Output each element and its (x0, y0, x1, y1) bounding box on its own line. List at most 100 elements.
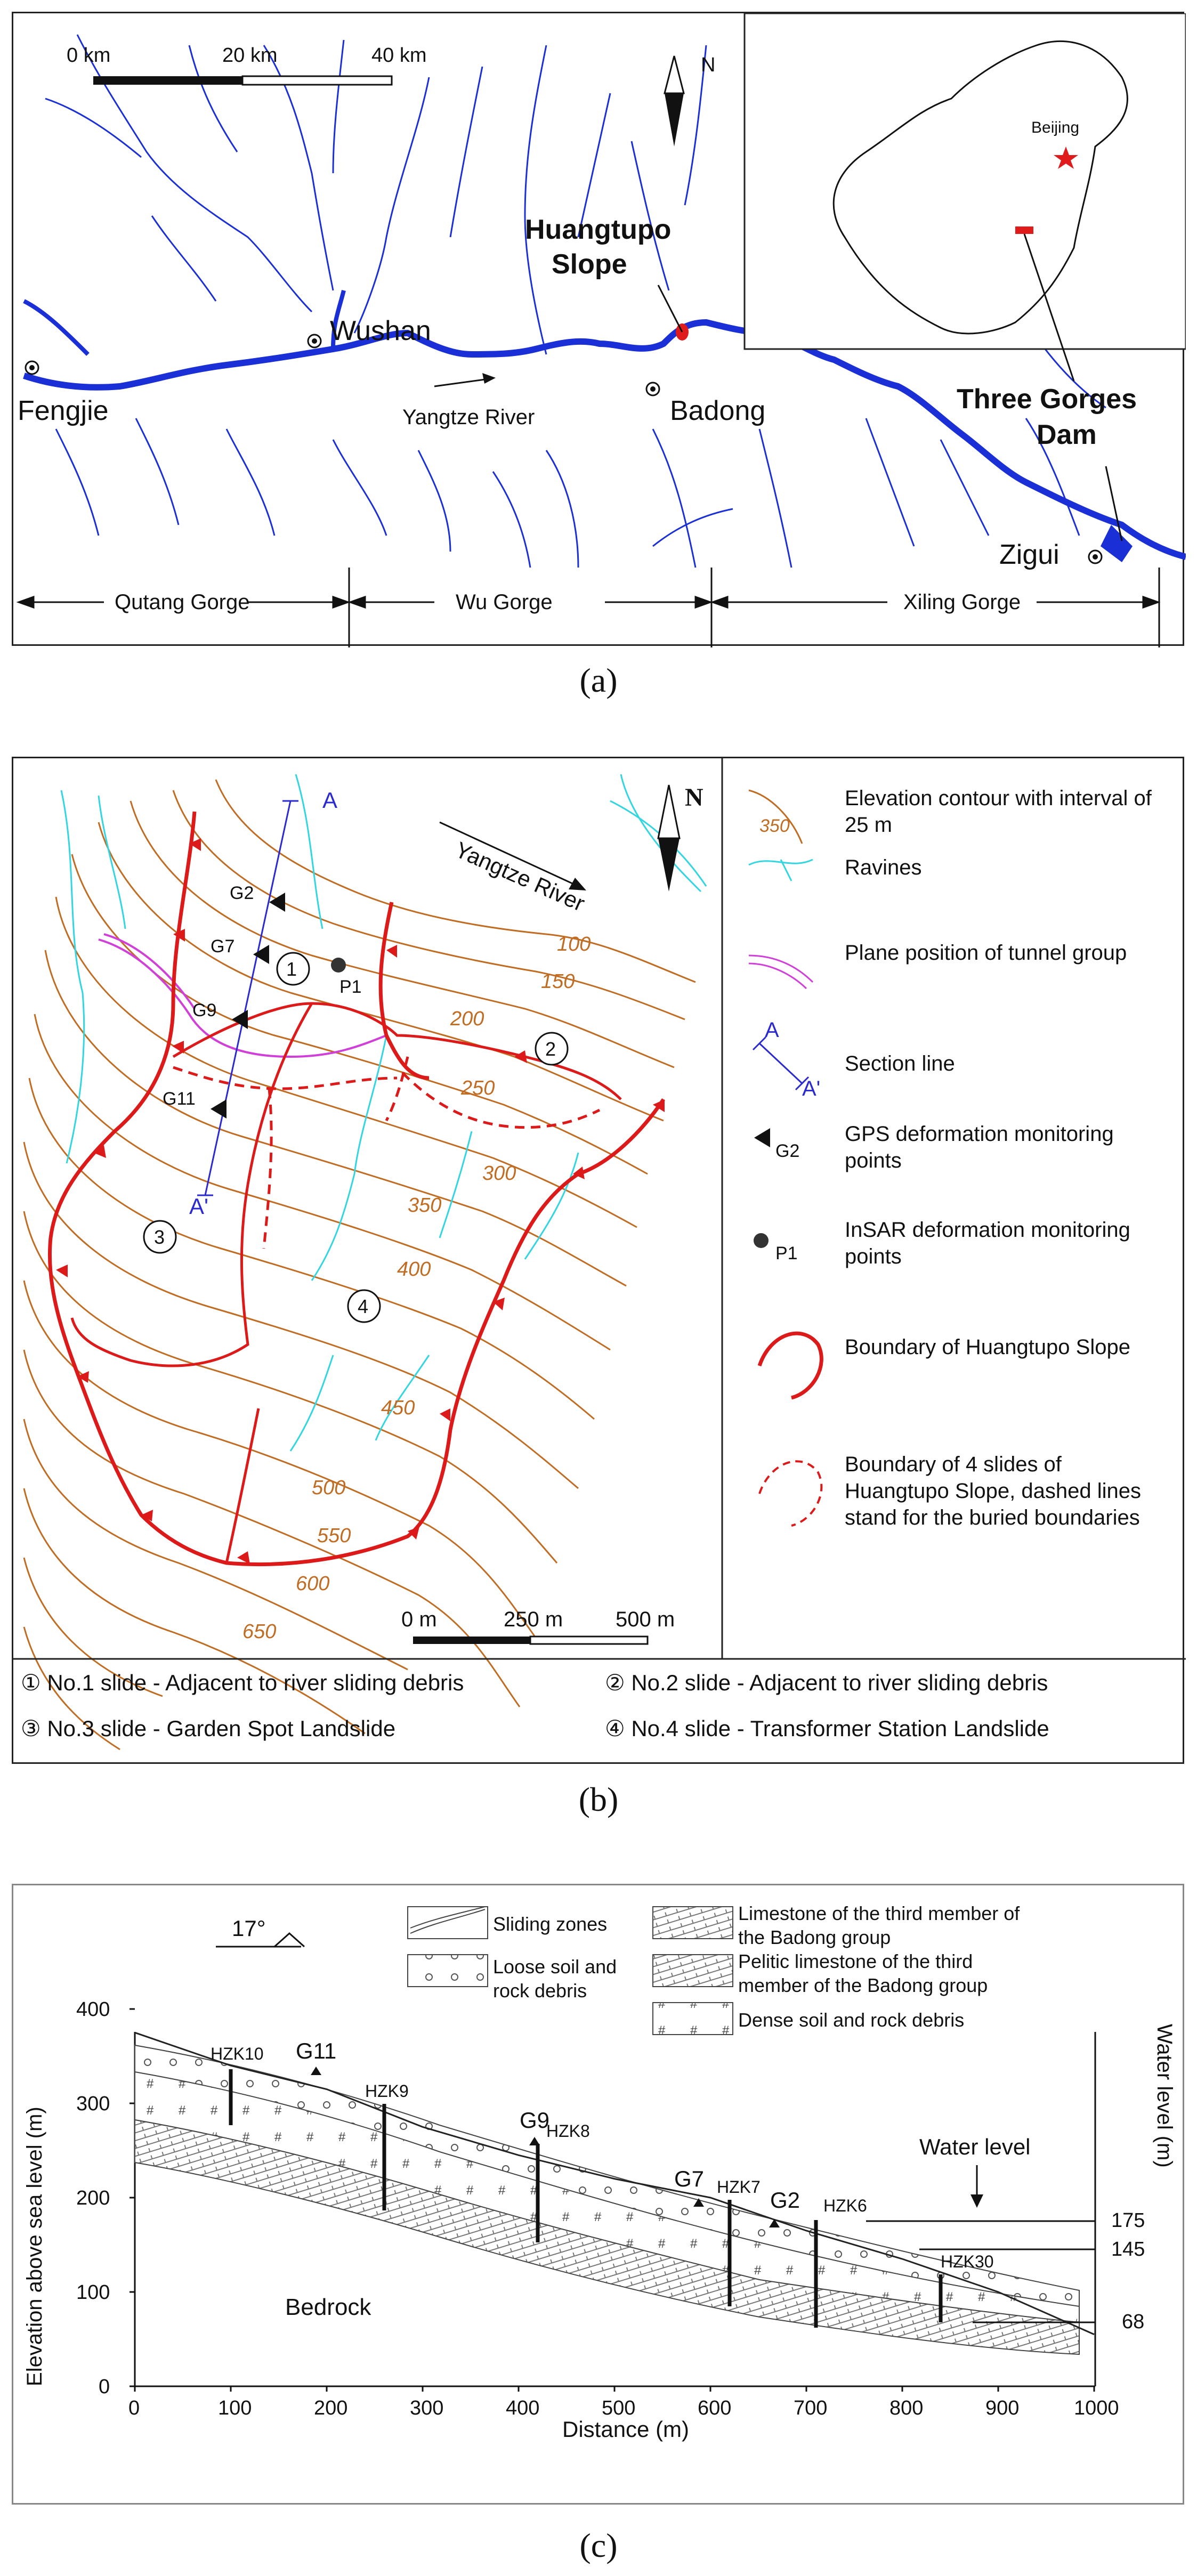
slope-angle-label: 17° (232, 1916, 266, 1941)
tunnel-group (98, 933, 387, 1058)
y-tick-100: 100 (76, 2281, 110, 2304)
contour-650: 650 (242, 1621, 277, 1643)
overview-map-svg (16, 13, 1186, 647)
legend-gps-text: GPS deformation monitoring points (845, 1122, 1114, 1172)
slope-angle-icon (216, 1932, 305, 1948)
water-level-lines (866, 2220, 1095, 2323)
y-axis-label-right: Water level (m) (1153, 2024, 1176, 2168)
inset-map-frame (743, 13, 1186, 350)
x-tick-200: 200 (314, 2397, 348, 2419)
section-line (197, 800, 298, 1196)
x-axis-label: Distance (m) (562, 2417, 690, 2442)
water-145: 145 (1111, 2238, 1145, 2261)
north-label-b: N (685, 783, 703, 812)
insar-point-p1 (331, 958, 346, 973)
water-level-label: Water level (919, 2134, 1031, 2159)
gps-label-g9: G9 (192, 1000, 217, 1020)
legend-boxes-c (407, 1906, 733, 2035)
scale-b-250: 250 m (504, 1608, 563, 1631)
contour-400: 400 (397, 1258, 431, 1281)
x-tick-800: 800 (889, 2397, 924, 2419)
x-tick-500: 500 (602, 2397, 636, 2419)
label-wushan: Wushan (330, 315, 431, 346)
dam-reservoir (1101, 525, 1133, 562)
caption-b: (b) (578, 1780, 619, 1818)
label-badong: Badong (670, 395, 766, 426)
legend-contour-text: Elevation contour with interval of 25 m (845, 787, 1152, 837)
caption-a: (a) (579, 661, 618, 699)
caption-c: (c) (579, 2526, 618, 2564)
legend-boundary-symbol (757, 1331, 823, 1400)
contour-100: 100 (557, 933, 591, 955)
x-tick-0: 0 (128, 2397, 140, 2419)
legend-loose-text: Loose soil and rock debris (493, 1956, 617, 2002)
label-fengjie: Fengjie (18, 395, 109, 426)
x-tick-900: 900 (985, 2397, 1020, 2419)
note-slide-1: ① No.1 slide - Adjacent to river sliding… (21, 1670, 464, 1695)
section-label-a-prime: A' (189, 1194, 209, 1219)
map-panel-b: A A' G2 G7 G9 G11 P1 1 2 3 4 Yangtze Riv… (12, 757, 1186, 1764)
slide-num-1: 1 (286, 958, 297, 980)
contour-lines (23, 779, 696, 1751)
dam-leader-line-2 (1105, 466, 1123, 541)
boreholes (229, 2069, 943, 2328)
legend-dense-text: Dense soil and rock debris (738, 2009, 965, 2031)
north-label: N (701, 54, 716, 76)
legend-boundary4-text: Boundary of 4 slides of Huangtupo Slope,… (845, 1453, 1141, 1529)
y-tick-400: 400 (76, 1998, 110, 2021)
slide-number-circles (143, 952, 569, 1323)
scale-b-0: 0 m (401, 1608, 437, 1631)
gps-points (211, 893, 285, 1119)
north-arrow-b (657, 784, 681, 892)
legend-contour-symbol (748, 789, 803, 844)
contour-350: 350 (408, 1194, 442, 1217)
legend-tunnel-symbol (748, 954, 814, 990)
limestone-layer (134, 2119, 1080, 2355)
y-tick-200: 200 (76, 2187, 110, 2209)
dam-leader-line (1023, 233, 1075, 382)
insar-label-p1: P1 (339, 977, 362, 997)
ground-surface (134, 2031, 1095, 2335)
scale-label-40: 40 km (371, 44, 427, 67)
gorge-xiling: Xiling Gorge (903, 590, 1021, 614)
gps-label-g11: G11 (163, 1089, 196, 1109)
scale-label-0: 0 km (67, 44, 111, 67)
river-direction-arrow (439, 821, 579, 887)
boundary-ticks (56, 838, 665, 1564)
town-markers (25, 334, 1103, 564)
gps-label-g2: G2 (230, 883, 254, 903)
y-axis-label: Elevation above sea level (m) (23, 2107, 46, 2386)
label-dam-line2: Dam (1037, 419, 1097, 450)
north-arrow (664, 55, 685, 147)
label-huangtupo-line1: Huangtupo (525, 214, 672, 245)
legend-ravines-text: Ravines (845, 856, 922, 879)
scale-bar (93, 75, 393, 86)
label-dam-line1: Three Gorges (957, 384, 1137, 415)
bedrock-label: Bedrock (285, 2294, 371, 2320)
contour-300: 300 (482, 1162, 516, 1185)
contour-600: 600 (296, 1573, 330, 1595)
gorge-qutang: Qutang Gorge (115, 590, 250, 614)
legend-contour-value: 350 (759, 816, 790, 836)
contour-550: 550 (317, 1525, 351, 1547)
x-tick-600: 600 (698, 2397, 732, 2419)
y-tick-0: 0 (99, 2376, 110, 2398)
slide-num-2: 2 (545, 1038, 556, 1060)
legend-insar-text: InSAR deformation monitoring points (845, 1218, 1130, 1268)
huangtupo-leader-line (657, 285, 683, 333)
note-slide-3: ③ No.3 slide - Garden Spot Landslide (21, 1716, 396, 1741)
contour-450: 450 (381, 1397, 415, 1419)
borehole-hzk6: HZK6 (823, 2196, 867, 2215)
scale-label-20: 20 km (222, 44, 278, 67)
river-flow-arrow (434, 377, 494, 387)
water-175: 175 (1111, 2209, 1145, 2232)
contour-200: 200 (450, 1008, 484, 1030)
label-huangtupo-line2: Slope (552, 249, 627, 280)
label-zigui: Zigui (999, 539, 1059, 570)
x-ticks (134, 2386, 1095, 2392)
legend-tunnel-text: Plane position of tunnel group (845, 941, 1127, 965)
slope-map-svg (13, 758, 1186, 1751)
scale-b-500: 500 m (616, 1608, 675, 1631)
point-g7: G7 (674, 2166, 705, 2191)
borehole-hzk30: HZK30 (941, 2252, 994, 2271)
